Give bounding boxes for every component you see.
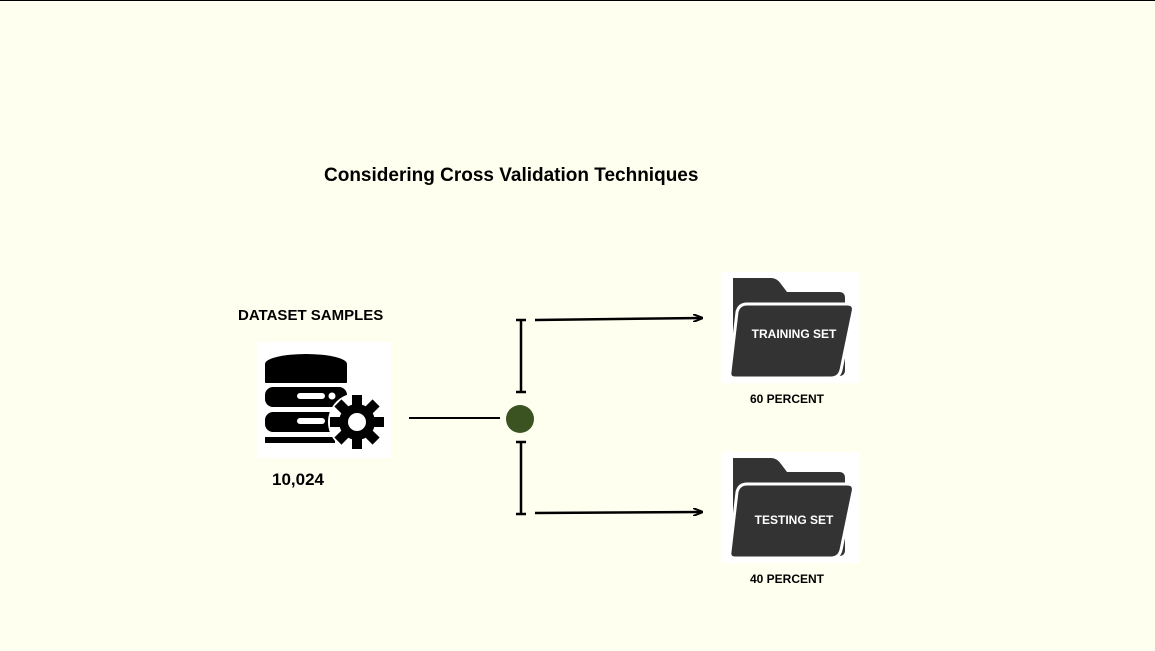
testing-percent-label: 40 PERCENT	[749, 572, 825, 586]
training-percent-label: 60 PERCENT	[749, 392, 825, 406]
testing-arrow	[534, 512, 702, 513]
folder-icon	[728, 458, 855, 560]
training-set-folder: TRAINING SET	[721, 272, 859, 383]
testing-set-label: TESTING SET	[754, 513, 834, 527]
split-node	[506, 405, 534, 433]
upper-bracket	[516, 318, 526, 394]
training-arrow	[534, 318, 702, 320]
dataset-count: 10,024	[272, 470, 324, 489]
diagram-title: Considering Cross Validation Techniques	[324, 165, 699, 186]
testing-set-folder: TESTING SET	[721, 452, 859, 563]
database-gear-icon	[257, 342, 391, 458]
training-set-label: TRAINING SET	[751, 327, 837, 341]
dataset-label: DATASET SAMPLES	[238, 307, 384, 324]
lower-bracket	[516, 440, 526, 516]
top-border	[0, 0, 1155, 1]
folder-icon	[728, 278, 855, 380]
